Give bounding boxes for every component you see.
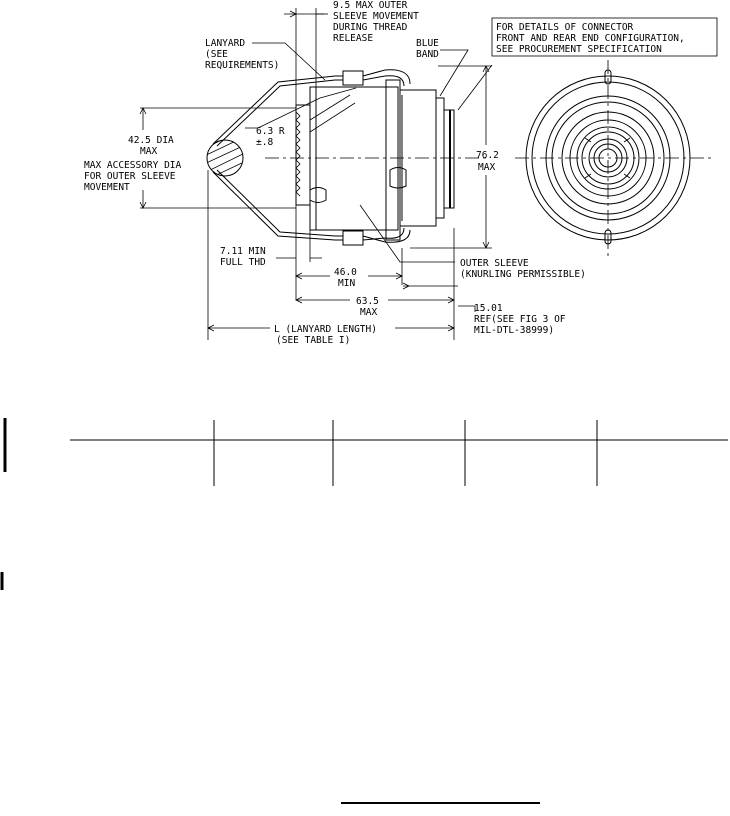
outer-sleeve-2: (KNURLING PERMISSIBLE) bbox=[460, 269, 586, 280]
min-46-2: MIN bbox=[338, 278, 355, 289]
max-63-1: 63.5 bbox=[356, 296, 379, 307]
dimension-lines bbox=[139, 8, 718, 340]
radius-1: 6.3 R bbox=[256, 126, 285, 137]
lanyard-length-2: (SEE TABLE I) bbox=[276, 335, 350, 346]
outer-sleeve-1: OUTER SLEEVE bbox=[460, 258, 529, 269]
connector-note-2: FRONT AND REAR END CONFIGURATION, bbox=[496, 33, 685, 44]
ref-15-2: REF(SEE FIG 3 OF bbox=[474, 314, 566, 325]
front-view bbox=[515, 60, 715, 258]
accessory-dia-2: MAX bbox=[140, 146, 157, 157]
table-skeleton bbox=[0, 418, 728, 804]
ref-15-1: 15.01 bbox=[474, 303, 503, 314]
accessory-dia-3: MAX ACCESSORY DIA bbox=[84, 160, 182, 171]
accessory-dia-4: FOR OUTER SLEEVE bbox=[84, 171, 176, 182]
outer-sleeve-movement-2: SLEEVE MOVEMENT bbox=[333, 11, 419, 22]
overall-dia-2: MAX bbox=[478, 162, 495, 173]
outer-sleeve-movement-4: RELEASE bbox=[333, 33, 373, 44]
lanyard-label-3: REQUIREMENTS) bbox=[205, 60, 279, 71]
ref-15-3: MIL-DTL-38999) bbox=[474, 325, 554, 336]
connector-note-3: SEE PROCUREMENT SPECIFICATION bbox=[496, 44, 662, 55]
front-key-top bbox=[604, 69, 612, 85]
blue-band-2: BAND bbox=[416, 49, 439, 60]
min-46-1: 46.0 bbox=[334, 267, 357, 278]
connector-note-1: FOR DETAILS OF CONNECTOR bbox=[496, 22, 634, 33]
lanyard-label-2: (SEE bbox=[205, 49, 228, 60]
coupling-body bbox=[385, 79, 455, 241]
outer-sleeve bbox=[309, 86, 407, 231]
front-key-bottom bbox=[604, 229, 612, 245]
overall-dia-1: 76.2 bbox=[476, 150, 499, 161]
thread-1: 7.11 MIN bbox=[220, 246, 266, 257]
accessory-dia-1: 42.5 DIA bbox=[128, 135, 174, 146]
lanyard-length-1: L (LANYARD LENGTH) bbox=[274, 324, 377, 335]
max-63-2: MAX bbox=[360, 307, 377, 318]
side-view bbox=[206, 69, 490, 246]
lanyard-label-1: LANYARD bbox=[205, 38, 245, 49]
outer-sleeve-movement-3: DURING THREAD bbox=[333, 22, 408, 33]
outer-sleeve-movement-1: 9.5 MAX OUTER bbox=[333, 0, 408, 11]
threaded-end bbox=[295, 104, 311, 206]
callout-text: 9.5 MAX OUTER SLEEVE MOVEMENT DURING THR… bbox=[84, 0, 685, 346]
thread-2: FULL THD bbox=[220, 257, 266, 268]
accessory-dia-5: MOVEMENT bbox=[84, 182, 130, 193]
blue-band-1: BLUE bbox=[416, 38, 439, 49]
lanyard-cable bbox=[212, 75, 336, 241]
lanyard-crimp-bottom bbox=[342, 230, 364, 246]
lanyard-crimp-top bbox=[342, 70, 364, 86]
radius-2: ±.8 bbox=[256, 137, 273, 148]
